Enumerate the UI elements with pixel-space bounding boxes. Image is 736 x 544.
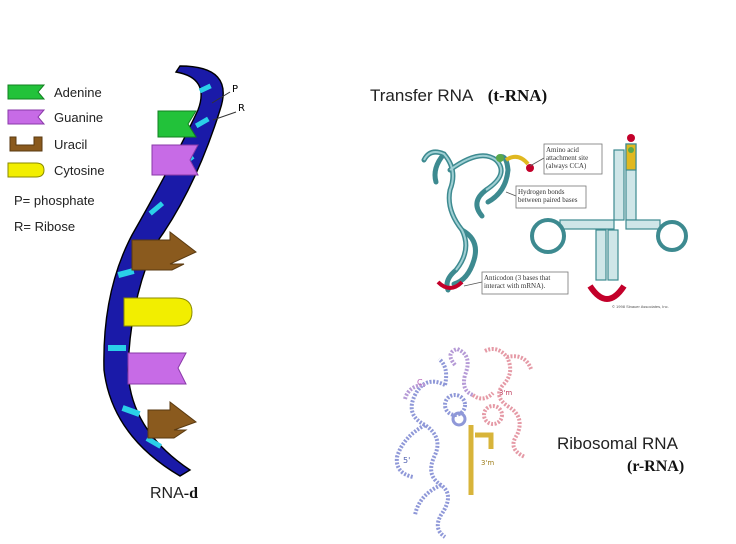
trna-3d-amino-marker [526, 164, 534, 172]
rna-caption-suffix: -d [183, 485, 199, 502]
guanine-base [151, 144, 199, 176]
guanine-base [127, 352, 187, 385]
rrna-domain-blue [394, 357, 467, 539]
cytosine-block-icon [7, 162, 45, 178]
rrna-abbrev: (r-RNA) [627, 458, 685, 475]
uracil-base [147, 400, 198, 439]
rrna-domain-pink [471, 347, 533, 459]
rrna-abbrev-wrap: (r-RNA) [627, 458, 684, 476]
adenine-base [157, 110, 197, 138]
trna-copyright: © 1998 Sinauer Associates, Inc. [612, 304, 669, 309]
legend-item-guanine: Guanine [6, 104, 103, 130]
rrna-label-3a: 3'm [499, 389, 512, 397]
ribose-pointer-label: R [238, 103, 245, 114]
callout-anticodon: Anticodon (3 bases that interact with mR… [484, 274, 551, 290]
callout-hbonds: Hydrogen bonds between paired bases [518, 188, 578, 204]
adenine-block-icon [7, 84, 46, 100]
callout-amino-box [543, 143, 603, 175]
legend-label: Uracil [54, 136, 88, 152]
rna-caption: RNA-d [150, 485, 198, 503]
legend-label: Cytosine [54, 162, 105, 178]
trna-cloverleaf [530, 134, 688, 302]
trna-3d-site-marker [496, 154, 504, 162]
trna-abbrev: (t-RNA) [487, 86, 548, 105]
callout-anticodon-box [481, 271, 569, 295]
legend-label: Guanine [54, 109, 104, 125]
rrna-domain-yellow [468, 425, 494, 495]
guanine-block-icon [7, 109, 46, 125]
rrna-label-3b: 3'm [481, 459, 494, 467]
rna-strand-illustration: P R [103, 65, 245, 477]
uracil-block-icon [9, 136, 43, 152]
legend-item-adenine: Adenine [6, 79, 102, 105]
trna-3d-model [421, 149, 511, 293]
phosphate-pointer-label: P [232, 84, 238, 95]
uracil-base [131, 230, 197, 271]
legend-item-uracil: Uracil [6, 131, 87, 157]
rrna-title: Ribosomal RNA [557, 434, 678, 453]
trna-diagram [421, 134, 688, 302]
trna-title: Transfer RNA [370, 86, 474, 105]
trna-heading: Transfer RNA (t-RNA) [370, 86, 547, 106]
rrna-secondary-structure: C 3'm 3'm 5' [394, 346, 533, 539]
callout-hbonds-box [515, 185, 587, 209]
rrna-label-5: 5' [403, 456, 410, 465]
trna-3d-cca-tail [504, 154, 530, 166]
callout-amino: Amino acid attachment site (always CCA) [546, 146, 589, 170]
legend-item-cytosine: Cytosine [6, 157, 105, 183]
rrna-label-c: C [417, 378, 423, 387]
ribose-key: R= Ribose [14, 219, 76, 234]
cytosine-base [123, 297, 193, 327]
legend-label: Adenine [54, 84, 102, 100]
rrna-title-wrap: Ribosomal RNA [557, 434, 678, 454]
trna-3d-anticodon [436, 280, 464, 290]
trna-3d-highlight [423, 151, 503, 271]
rrna-domain-violet [403, 346, 474, 400]
phosphate-key: P= phosphate [14, 193, 95, 208]
phosphate-segments [108, 83, 212, 449]
rna-caption-main: RNA [150, 485, 184, 502]
